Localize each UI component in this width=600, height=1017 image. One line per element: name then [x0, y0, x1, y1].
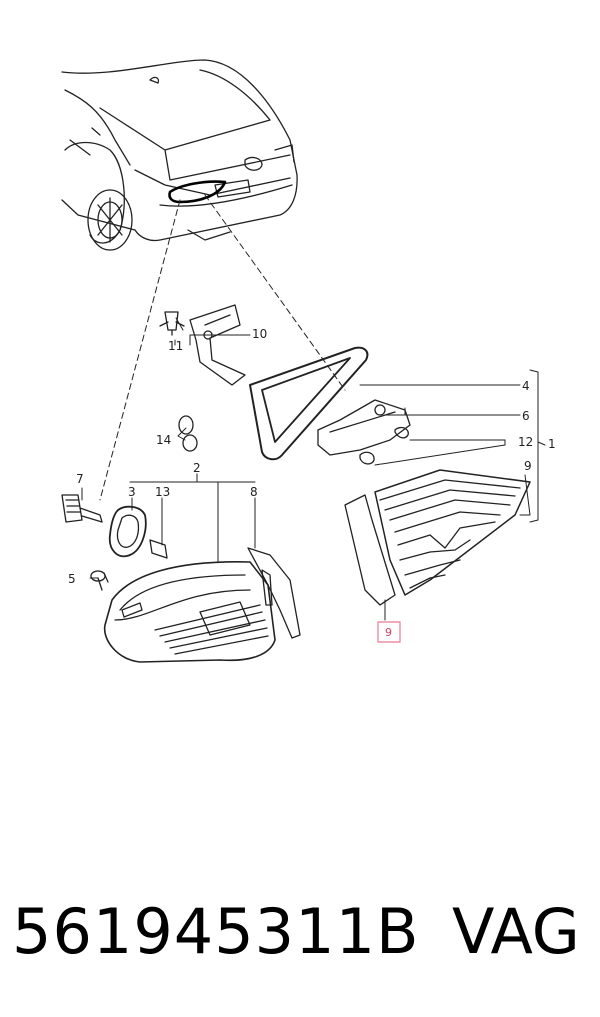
part-13-bulb [149, 539, 168, 559]
part-2-outer-tail-light [103, 561, 276, 663]
seal-gasket [249, 346, 369, 461]
part-9-inner-tail-light [344, 469, 531, 606]
callout-7: 7 [76, 472, 84, 486]
part-3-gasket [108, 505, 147, 558]
callout-12: 12 [518, 435, 533, 449]
callout-3: 3 [128, 485, 136, 499]
part-number: 561945311B [12, 895, 420, 968]
callout-9: 9 [524, 459, 532, 473]
callout-5: 5 [68, 572, 76, 586]
callout-2: 2 [193, 461, 201, 475]
callout-11: 11 [168, 339, 183, 353]
car-illustration [61, 59, 298, 251]
leader-lines [99, 194, 346, 501]
part-10-bracket [189, 304, 246, 386]
callout-leaders [81, 317, 546, 621]
part-5-screw [90, 570, 109, 591]
callout-8: 8 [250, 485, 258, 499]
callout-10: 10 [252, 327, 267, 341]
callout-14: 14 [156, 433, 171, 447]
callout-13: 13 [155, 485, 170, 499]
part-7-connector [61, 494, 103, 523]
callout-6: 6 [522, 409, 530, 423]
brand-label: VAG [452, 895, 580, 968]
callout-9-highlight-box [377, 621, 401, 643]
part-11-clip [159, 311, 185, 336]
callout-9-highlighted: 9 [385, 626, 392, 639]
callout-1: 1 [548, 437, 556, 451]
part-6-bulb-holder [317, 399, 411, 465]
part-8-seal [247, 547, 301, 639]
parts-diagram: 10 11 14 7 2 3 13 8 5 4 6 12 1 9 9 [61, 59, 556, 663]
callout-4: 4 [522, 379, 530, 393]
part-14-clips [178, 415, 198, 452]
